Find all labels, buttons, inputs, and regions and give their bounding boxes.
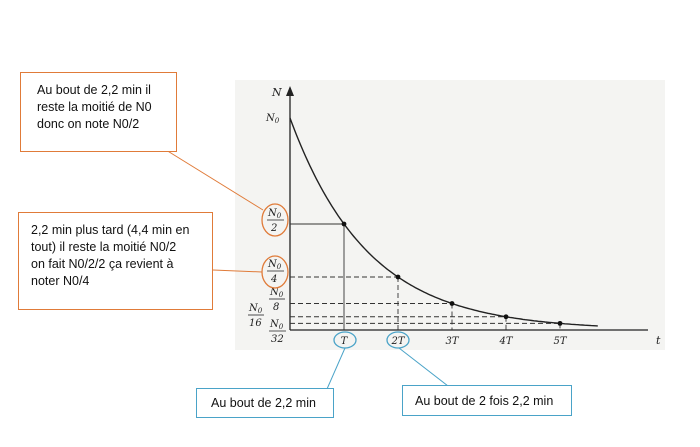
svg-text:32: 32 [271,334,284,345]
callout-line: on fait N0/2/2 ça revient à [31,257,174,271]
connector-c2 [212,269,263,273]
callout-half-at-2-2-min: Au bout de 2,2 min il reste la moitié de… [20,72,177,152]
svg-text:4: 4 [270,274,277,285]
connector-c1 [165,149,264,211]
svg-text:N0: N0 [267,208,282,220]
callout-line: reste la moitié de N0 [37,100,152,114]
circle-n0-2 [261,203,289,237]
callout-line: noter N0/4 [31,274,90,288]
x-tick-2T: 2T [390,336,405,347]
svg-text:N0: N0 [267,259,282,271]
y-label-n0-32: N0 32 [269,319,286,345]
svg-text:8: 8 [273,302,279,313]
y-label-n0-8: N0 8 [269,287,285,313]
data-point-2 [395,274,401,280]
y-axis-label: N [271,86,282,99]
data-point-1 [341,221,347,227]
x-tick-3T: 3T [445,336,459,347]
y-label-n0-2: N0 2 [267,208,284,234]
callout-quarter-at-4-4-min: 2,2 min plus tard (4,4 min en tout) il r… [18,212,213,310]
connector-c3 [326,347,346,390]
data-point-5 [557,320,563,326]
x-tick-5T: 5T [553,336,567,347]
guide-lines [290,223,561,330]
plot-background [235,80,665,350]
callout-line: tout) il reste la moitié N0/2 [31,240,177,254]
y-label-n0: N0 [265,113,280,125]
connector-c4 [398,347,449,387]
x-axis-label: t [656,334,661,347]
svg-text:16: 16 [249,318,262,329]
svg-text:N0: N0 [248,303,263,315]
callout-line: Au bout de 2,2 min il [37,83,151,97]
y-label-n0-4: N0 4 [267,259,284,285]
callout-line: 2,2 min plus tard (4,4 min en [31,223,190,237]
x-tick-T: T [341,336,349,347]
data-point-3 [449,301,455,306]
callout-t: Au bout de 2,2 min [196,388,334,418]
svg-text:N0: N0 [269,287,284,299]
data-points [341,221,563,326]
circle-2t [386,331,410,349]
y-label-n0-16: N0 16 [248,303,264,329]
x-tick-4T: 4T [498,336,513,347]
x-tick-labels: T 2T 3T 4T 5T [341,336,568,347]
data-point-4 [503,314,509,320]
y-axis-arrow [286,86,294,96]
decay-curve [289,117,598,327]
callout-line: donc on note N0/2 [37,117,140,131]
svg-text:2: 2 [270,223,277,234]
svg-text:N0: N0 [269,319,284,331]
callout-2t: Au bout de 2 fois 2,2 min [402,385,572,416]
